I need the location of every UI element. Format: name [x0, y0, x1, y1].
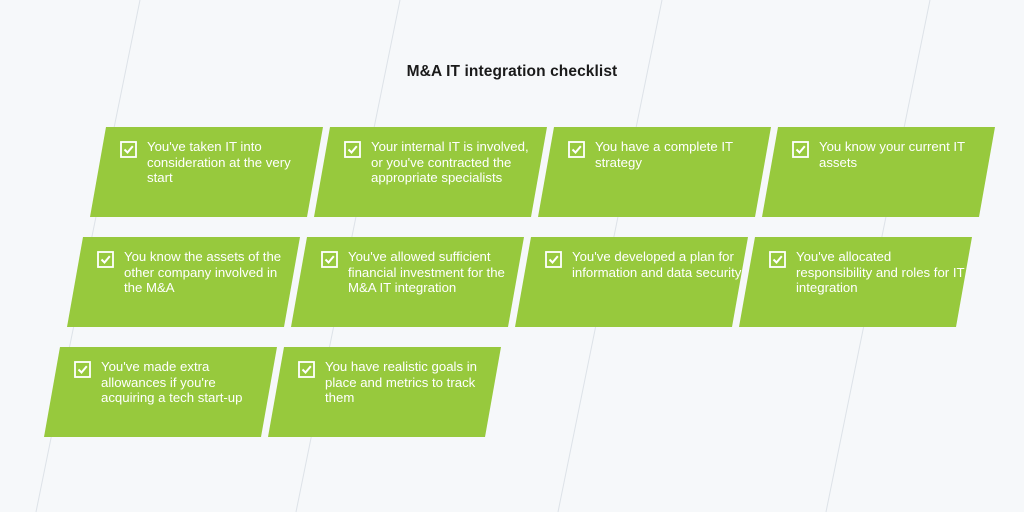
- checkbox-checked-icon: [792, 141, 809, 158]
- checklist-item: You've allocated responsibility and role…: [739, 237, 972, 327]
- checklist-item-text: Your internal IT is involved, or you've …: [371, 139, 529, 186]
- checklist-item: You've allowed sufficient financial inve…: [291, 237, 524, 327]
- checklist-item: You have a complete IT strategy: [538, 127, 771, 217]
- checkbox-checked-icon: [344, 141, 361, 158]
- checkbox-checked-icon: [321, 251, 338, 268]
- checklist-item-text: You've allowed sufficient financial inve…: [348, 249, 505, 296]
- checkbox-checked-icon: [769, 251, 786, 268]
- checklist-item-text: You have realistic goals in place and me…: [325, 359, 477, 406]
- checklist-item-text: You've taken IT into consideration at th…: [147, 139, 291, 186]
- checkbox-checked-icon: [545, 251, 562, 268]
- checklist-item-text: You've developed a plan for information …: [572, 249, 742, 280]
- checklist-item: You know the assets of the other company…: [67, 237, 300, 327]
- checklist-item: Your internal IT is involved, or you've …: [314, 127, 547, 217]
- checkbox-checked-icon: [97, 251, 114, 268]
- checkbox-checked-icon: [298, 361, 315, 378]
- checkbox-checked-icon: [120, 141, 137, 158]
- checklist-item-text: You know your current IT assets: [819, 139, 965, 170]
- checklist-item: You have realistic goals in place and me…: [268, 347, 501, 437]
- checklist-item: You know your current IT assets: [762, 127, 995, 217]
- checklist-item-text: You've allocated responsibility and role…: [796, 249, 965, 296]
- checklist-item: You've taken IT into consideration at th…: [90, 127, 323, 217]
- checkbox-checked-icon: [568, 141, 585, 158]
- checklist-item: You've developed a plan for information …: [515, 237, 748, 327]
- page-title: M&A IT integration checklist: [406, 63, 618, 80]
- checklist-item: You've made extra allowances if you're a…: [44, 347, 277, 437]
- checklist-item-text: You have a complete IT strategy: [595, 139, 733, 170]
- checklist-item-text: You've made extra allowances if you're a…: [101, 359, 243, 406]
- checkbox-checked-icon: [74, 361, 91, 378]
- checklist-item-text: You know the assets of the other company…: [124, 249, 282, 296]
